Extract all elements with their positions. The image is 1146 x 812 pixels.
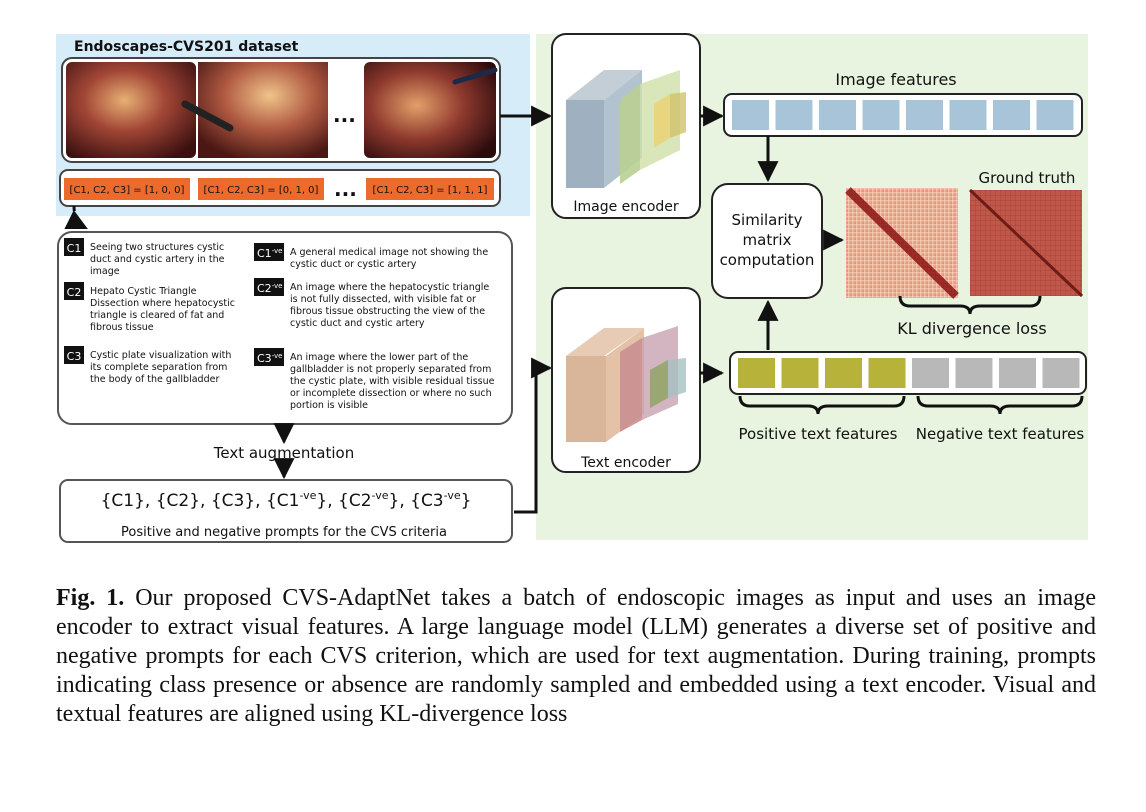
criterion-tag-c1-ve	[254, 243, 284, 261]
positive-text-feature-cell	[825, 358, 862, 388]
endoscopic-image-2	[198, 62, 328, 158]
image-feature-cell	[775, 100, 813, 130]
figure-caption: Fig. 1. Our proposed CVS-AdaptNet takes …	[56, 584, 1096, 729]
criterion-text-line: Seeing two structures cystic	[90, 242, 224, 253]
image-feature-cells	[732, 100, 1074, 130]
prompts-box	[59, 479, 513, 543]
cvs-adaptnet-diagram: Endoscapes-CVS201 dataset ... [C1, C2, C…	[56, 33, 1088, 543]
criterion-text-line: An image where the hepatocystic triangle	[290, 282, 489, 293]
image-feature-cell	[993, 100, 1030, 130]
surgical-tool	[452, 67, 498, 85]
negative-text-feature-cell	[955, 358, 993, 388]
criterion-text-line: cystic duct and cystic artery	[290, 318, 425, 329]
image-encoder-label: Image encoder	[573, 199, 679, 215]
criterion-text-line: the body of the gallbladder	[90, 374, 219, 385]
criterion-text-line: duct and cystic artery in the	[90, 254, 225, 265]
image-feature-cell	[949, 100, 987, 130]
label-chip-2	[198, 178, 324, 200]
arrow-prompts-to-text-encoder	[514, 357, 553, 514]
criterion-text-line: or incomplete dissection or where no suc…	[290, 388, 492, 399]
prompts-formula: {C1}, {C2}, {C3}, {C1-ve}, {C2-ve}, {C3-…	[101, 489, 472, 511]
criterion-tag-c2	[64, 282, 84, 300]
criterion-text-line: its complete separation from	[90, 362, 227, 373]
endoscopic-image-3	[364, 62, 496, 158]
criterion-text-line: the cystic plate, with visible residual …	[290, 376, 495, 387]
negative-brace	[916, 395, 1084, 415]
criterion-text-line: Dissection where hepatocystic	[90, 298, 235, 309]
criterion-tag-c2-ve	[254, 278, 284, 296]
label-chip-3	[366, 178, 494, 200]
criterion-text-line: cystic duct or cystic artery	[290, 259, 417, 270]
similarity-line-1: Similarity	[732, 211, 803, 229]
criterion-text-line: gallbladder is not properly separated fr…	[290, 364, 491, 375]
positive-text-feature-cell	[868, 358, 906, 388]
criterion-text-line: triangle is cleared of fat and	[90, 310, 224, 321]
prompts-subtitle: Positive and negative prompts for the CV…	[121, 525, 447, 540]
label-chip-1-text: [C1, C2, C3] = [1, 0, 0]	[70, 185, 185, 196]
positive-text-features-label: Positive text features	[739, 425, 898, 443]
similarity-line-3: computation	[720, 251, 815, 269]
image-features-frame	[723, 93, 1083, 137]
negative-text-feature-cell	[999, 358, 1036, 388]
criterion-text-line: fibrous tissue	[90, 322, 154, 333]
positive-text-feature-cell	[738, 358, 775, 388]
endoscopic-image-1	[66, 62, 196, 158]
criterion-tag-c3-ve	[254, 348, 284, 366]
text-feature-cells	[738, 358, 1080, 388]
image-feature-cell	[819, 100, 856, 130]
figure-caption-text: Our proposed CVS-AdaptNet takes a batch …	[56, 585, 1097, 727]
criterion-tag-c3	[64, 346, 84, 364]
criterion-tag-label: C2	[67, 286, 82, 299]
criterion-tag-c1	[64, 238, 84, 256]
kl-divergence-label: KL divergence loss	[897, 319, 1046, 338]
ground-truth-diagonal	[968, 188, 1084, 298]
criterion-text-line: A general medical image not showing the	[290, 247, 488, 258]
image-feature-cell	[906, 100, 943, 130]
image-features-label: Image features	[835, 70, 956, 89]
negative-text-features-label: Negative text features	[916, 425, 1085, 443]
dashed-arrow	[64, 205, 88, 230]
criterion-text-line: fibrous tissue obstructing the view of t…	[290, 306, 485, 317]
negative-text-feature-cell	[912, 358, 949, 388]
label-chip-2-text: [C1, C2, C3] = [0, 1, 0]	[204, 185, 319, 196]
positive-text-feature-cell	[781, 358, 819, 388]
criterion-text-line: Cystic plate visualization with	[90, 350, 231, 361]
text-augmentation-label: Text augmentation	[213, 444, 354, 462]
image-feature-cell	[1036, 100, 1074, 130]
image-feature-cell	[732, 100, 769, 130]
criterion-text-line: is not fully dissected, with visible fat…	[290, 294, 476, 305]
label-chip-1	[64, 178, 190, 200]
criterion-text-line: An image where the lower part of the	[290, 352, 468, 363]
similarity-box	[711, 183, 823, 299]
kl-brace	[898, 295, 1042, 315]
label-chip-3-text: [C1, C2, C3] = [1, 1, 1]	[373, 185, 488, 196]
criterion-text-line: image	[90, 266, 120, 277]
text-features-frame	[729, 351, 1087, 395]
similarity-line-2: matrix	[743, 231, 792, 249]
similarity-matrix-diagonal	[845, 187, 959, 299]
ground-truth-label: Ground truth	[979, 169, 1076, 187]
image-feature-cell	[862, 100, 900, 130]
criterion-tag-label: C1	[67, 242, 82, 255]
positive-brace	[738, 395, 906, 415]
criterion-text-line: Hepato Cystic Triangle	[90, 286, 197, 297]
dataset-title: Endoscapes-CVS201 dataset	[74, 39, 299, 55]
text-encoder-label: Text encoder	[580, 455, 671, 471]
criterion-tag-label: C3	[67, 350, 82, 363]
criterion-text-line: portion is visible	[290, 400, 368, 411]
figure-label: Fig. 1.	[56, 585, 125, 611]
labels-ellipsis: ...	[334, 177, 357, 201]
prompt-sup: -ve	[299, 489, 316, 502]
images-ellipsis: ...	[333, 103, 356, 127]
prompt-c1: {C1}, {C2}, {C3}, {C1	[101, 491, 300, 511]
negative-text-feature-cell	[1042, 358, 1080, 388]
image-encoder-icon	[566, 70, 686, 188]
text-encoder-icon	[566, 326, 686, 442]
surgical-tool	[181, 100, 234, 132]
